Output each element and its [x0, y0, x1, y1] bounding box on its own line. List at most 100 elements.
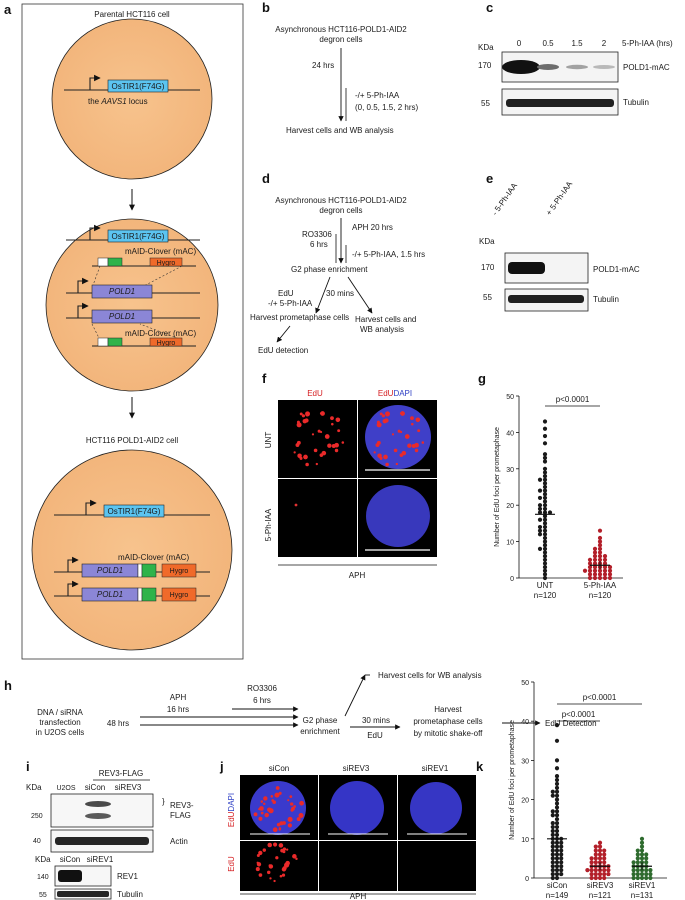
band-c-3 [593, 65, 615, 69]
data-point [592, 561, 598, 566]
svg-text:RO3306: RO3306 [247, 684, 277, 693]
data-point [644, 852, 649, 857]
parental-title: Parental HCT116 cell [94, 10, 170, 19]
foci-sicon-edu [255, 842, 298, 883]
edu-focus [383, 454, 388, 460]
edu-focus [285, 860, 290, 866]
data-point [606, 871, 611, 877]
tir1-construct-3: OsTIR1(F74G) [54, 499, 210, 518]
svg-text:-/+ 5-Ph-IAA: -/+ 5-Ph-IAA [355, 91, 400, 100]
svg-text:KDa: KDa [35, 855, 51, 864]
edu-focus [270, 795, 274, 798]
edu-focus [264, 812, 269, 818]
y-tick-label: 0 [510, 576, 514, 583]
category-label: siCon [547, 881, 567, 890]
svg-text:Asynchronous HCT116-POLD1-AID2: Asynchronous HCT116-POLD1-AID2 [275, 25, 407, 34]
data-point [542, 473, 548, 479]
data-point [589, 875, 594, 881]
svg-text:Tubulin: Tubulin [623, 98, 649, 107]
edu-focus [283, 847, 287, 851]
edu-focus [384, 418, 389, 423]
panel-j: j siCon siREV3 siREV1 EdUDAPI EdU APH [219, 759, 476, 900]
data-point [644, 860, 649, 865]
data-point [602, 856, 607, 861]
edu-focus [278, 791, 282, 795]
data-point [592, 575, 598, 581]
edu-focus [341, 441, 345, 444]
data-point [542, 459, 548, 464]
n-label: n=121 [589, 891, 612, 900]
svg-text:POLD1-mAC: POLD1-mAC [623, 63, 670, 72]
data-point [585, 868, 590, 873]
edu-focus [335, 417, 341, 423]
data-point [554, 868, 560, 873]
data-point [597, 539, 603, 544]
n-label: n=149 [546, 891, 569, 900]
data-point [554, 852, 560, 857]
j-row1-title: EdUDAPI [227, 793, 236, 827]
edu-focus [375, 443, 380, 447]
svg-text:siCon: siCon [60, 855, 80, 864]
foci-unt-edu [293, 411, 345, 467]
svg-text:siREV1: siREV1 [422, 764, 449, 773]
p-value: p<0.0001 [583, 693, 617, 702]
edu-focus [286, 848, 289, 851]
data-point [542, 503, 548, 508]
data-point [542, 543, 548, 548]
edu-focus [274, 792, 280, 798]
svg-text:POLD1-mAC: POLD1-mAC [593, 265, 640, 274]
data-point [639, 840, 645, 845]
svg-text:Harvest cells and: Harvest cells and [355, 315, 416, 324]
tubulin-band-e [508, 295, 584, 303]
edu-focus [275, 786, 280, 790]
svg-text:G2 phase: G2 phase [303, 716, 338, 725]
data-point [550, 824, 555, 830]
n-label: n=120 [589, 591, 612, 600]
donor-construct-2: mAID-Clover (mAC) Hygro [91, 323, 196, 347]
data-point [593, 852, 598, 857]
edu-focus [319, 430, 323, 434]
focus-ph [294, 503, 298, 507]
data-point [639, 856, 645, 861]
data-point [589, 860, 594, 865]
donor-construct-1: mAID-Clover (mAC) Hygro [91, 247, 196, 289]
data-point [639, 852, 645, 857]
data-point [550, 871, 555, 877]
svg-text:POLD1: POLD1 [109, 312, 135, 321]
data-point [542, 528, 548, 533]
data-point [597, 848, 603, 853]
svg-text:transfection: transfection [39, 718, 80, 727]
data-point [542, 455, 548, 460]
edu-focus [381, 414, 386, 418]
data-point [542, 572, 548, 577]
data-point [542, 470, 548, 475]
edu-focus [297, 818, 301, 821]
edu-focus [279, 821, 284, 826]
panel-c: c KDa 0 0.5 1.5 2 5-Ph-IAA (hrs) 170 55 … [478, 0, 673, 116]
svg-text:KDa: KDa [478, 43, 494, 52]
panel-a-frame [21, 3, 244, 660]
data-point [554, 848, 560, 853]
f-col2-title: EdUDAPI [378, 389, 412, 398]
data-point [537, 510, 543, 515]
y-tick-label: 50 [521, 680, 529, 687]
data-point [597, 528, 603, 533]
data-point [602, 561, 608, 566]
edu-focus [395, 462, 399, 466]
data-point [550, 821, 555, 826]
data-point [547, 510, 553, 515]
svg-text:REV3-FLAG: REV3-FLAG [99, 769, 143, 778]
data-point [542, 481, 548, 486]
category-label: 5-Ph-IAA [584, 581, 617, 590]
category-label: siREV1 [629, 881, 656, 890]
data-point [550, 844, 555, 849]
data-point [542, 419, 548, 424]
data-point [542, 554, 548, 559]
data-point [602, 852, 607, 857]
data-point [542, 506, 548, 511]
edu-focus [279, 874, 283, 878]
data-point [554, 817, 560, 822]
edu-focus [319, 412, 323, 415]
